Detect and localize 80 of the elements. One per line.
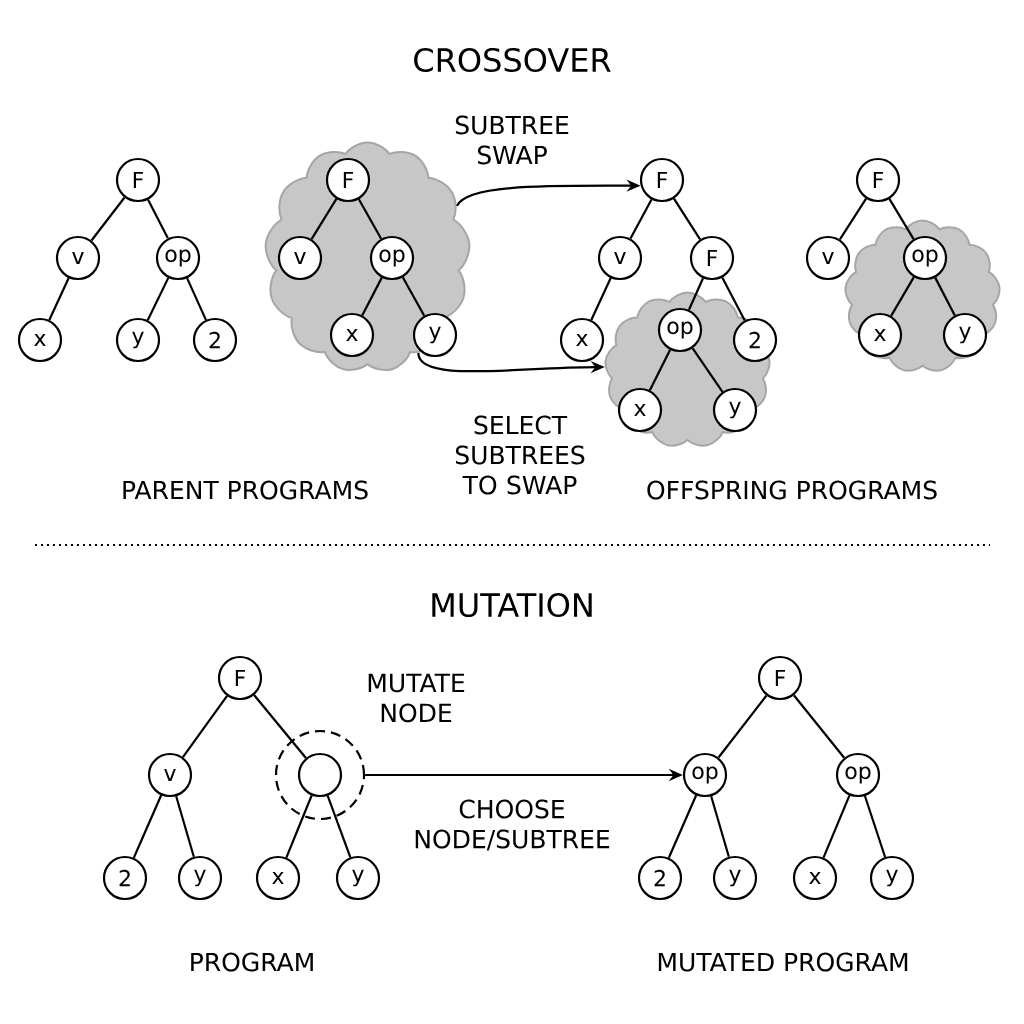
tree-branch [361, 277, 383, 316]
caption-text: CHOOSE NODE/SUBTREE [415, 799, 610, 851]
tree-branch [839, 198, 867, 240]
tree-node: x [17, 317, 63, 363]
caption-text: PROGRAM [191, 952, 313, 972]
tree-branch [132, 794, 163, 859]
tree-node: y [177, 855, 223, 901]
tree-node: x [255, 855, 301, 901]
tree-node: 2 [192, 317, 238, 363]
tree-node: op [369, 235, 415, 281]
tree-node: op [835, 752, 881, 798]
tree-branch [146, 277, 170, 321]
tree-branch [934, 277, 956, 316]
tree-branch [186, 277, 207, 321]
caption-text: MUTATED PROGRAM [658, 952, 908, 972]
tree-node: op [155, 235, 201, 281]
tree-node: y [942, 312, 988, 358]
caption-text: SUBTREE SWAP [455, 115, 569, 165]
tree-branch [253, 694, 307, 759]
caption-text: MUTATE NODE [368, 673, 465, 723]
tree-node: v [805, 235, 851, 281]
tree-branch [90, 196, 126, 242]
tree-branch [648, 349, 672, 391]
tree-branch [629, 198, 653, 240]
tree-node: 2 [102, 855, 148, 901]
tree-branch [401, 276, 426, 317]
tree-node: F [639, 157, 685, 203]
tree-node: y [335, 855, 381, 901]
tree-branch [691, 347, 724, 393]
tree-branch [326, 795, 352, 858]
tree-branch [710, 795, 730, 858]
selection-ring [274, 729, 366, 821]
tree-branch [48, 277, 70, 321]
tree-node: F [115, 157, 161, 203]
tree-node: x [617, 387, 663, 433]
caption-text: OFFSPRING PROGRAMS [647, 480, 937, 500]
tree-branch [673, 198, 701, 240]
tree-node: F [325, 157, 371, 203]
tree-branch [822, 794, 851, 859]
tree-node: y [412, 312, 458, 358]
tree-node: F [689, 235, 735, 281]
tree-branch [717, 694, 768, 759]
tree-branch [667, 794, 698, 859]
tree-node: v [147, 752, 193, 798]
tree-node: op [682, 752, 728, 798]
tree-node: v [55, 235, 101, 281]
heading: CROSSOVER [414, 47, 611, 73]
tree-node: y [712, 855, 758, 901]
tree-node: op [657, 307, 703, 353]
tree-branch [147, 199, 169, 239]
tree-node: v [597, 235, 643, 281]
tree-node: v [277, 235, 323, 281]
caption-text: PARENT PROGRAMS [123, 480, 368, 500]
tree-node: y [115, 317, 161, 363]
tree-node: y [712, 387, 758, 433]
tree-node: F [217, 655, 263, 701]
tree-branch [357, 198, 383, 240]
tree-branch [310, 198, 338, 240]
tree-node: op [902, 235, 948, 281]
tree-branch [793, 694, 845, 759]
tree-node: y [869, 855, 915, 901]
tree-node: 2 [732, 317, 778, 363]
tree-branch [863, 795, 887, 858]
tree-node: F [757, 655, 803, 701]
tree-branch [182, 695, 228, 758]
tree-node: F [855, 157, 901, 203]
tree-branch [687, 277, 705, 311]
tree-branch [285, 795, 313, 858]
tree-node: x [329, 312, 375, 358]
empty-node [297, 752, 343, 798]
tree-node: 2 [637, 855, 683, 901]
tree-branch [721, 277, 746, 321]
tree-branch [590, 277, 612, 321]
tree-node: x [559, 317, 605, 363]
tree-node: x [857, 312, 903, 358]
heading: MUTATION [432, 592, 592, 618]
caption-text: SELECT SUBTREES TO SWAP [455, 415, 585, 495]
tree-branch [175, 795, 195, 858]
tree-node: x [792, 855, 838, 901]
tree-branch [890, 276, 915, 317]
